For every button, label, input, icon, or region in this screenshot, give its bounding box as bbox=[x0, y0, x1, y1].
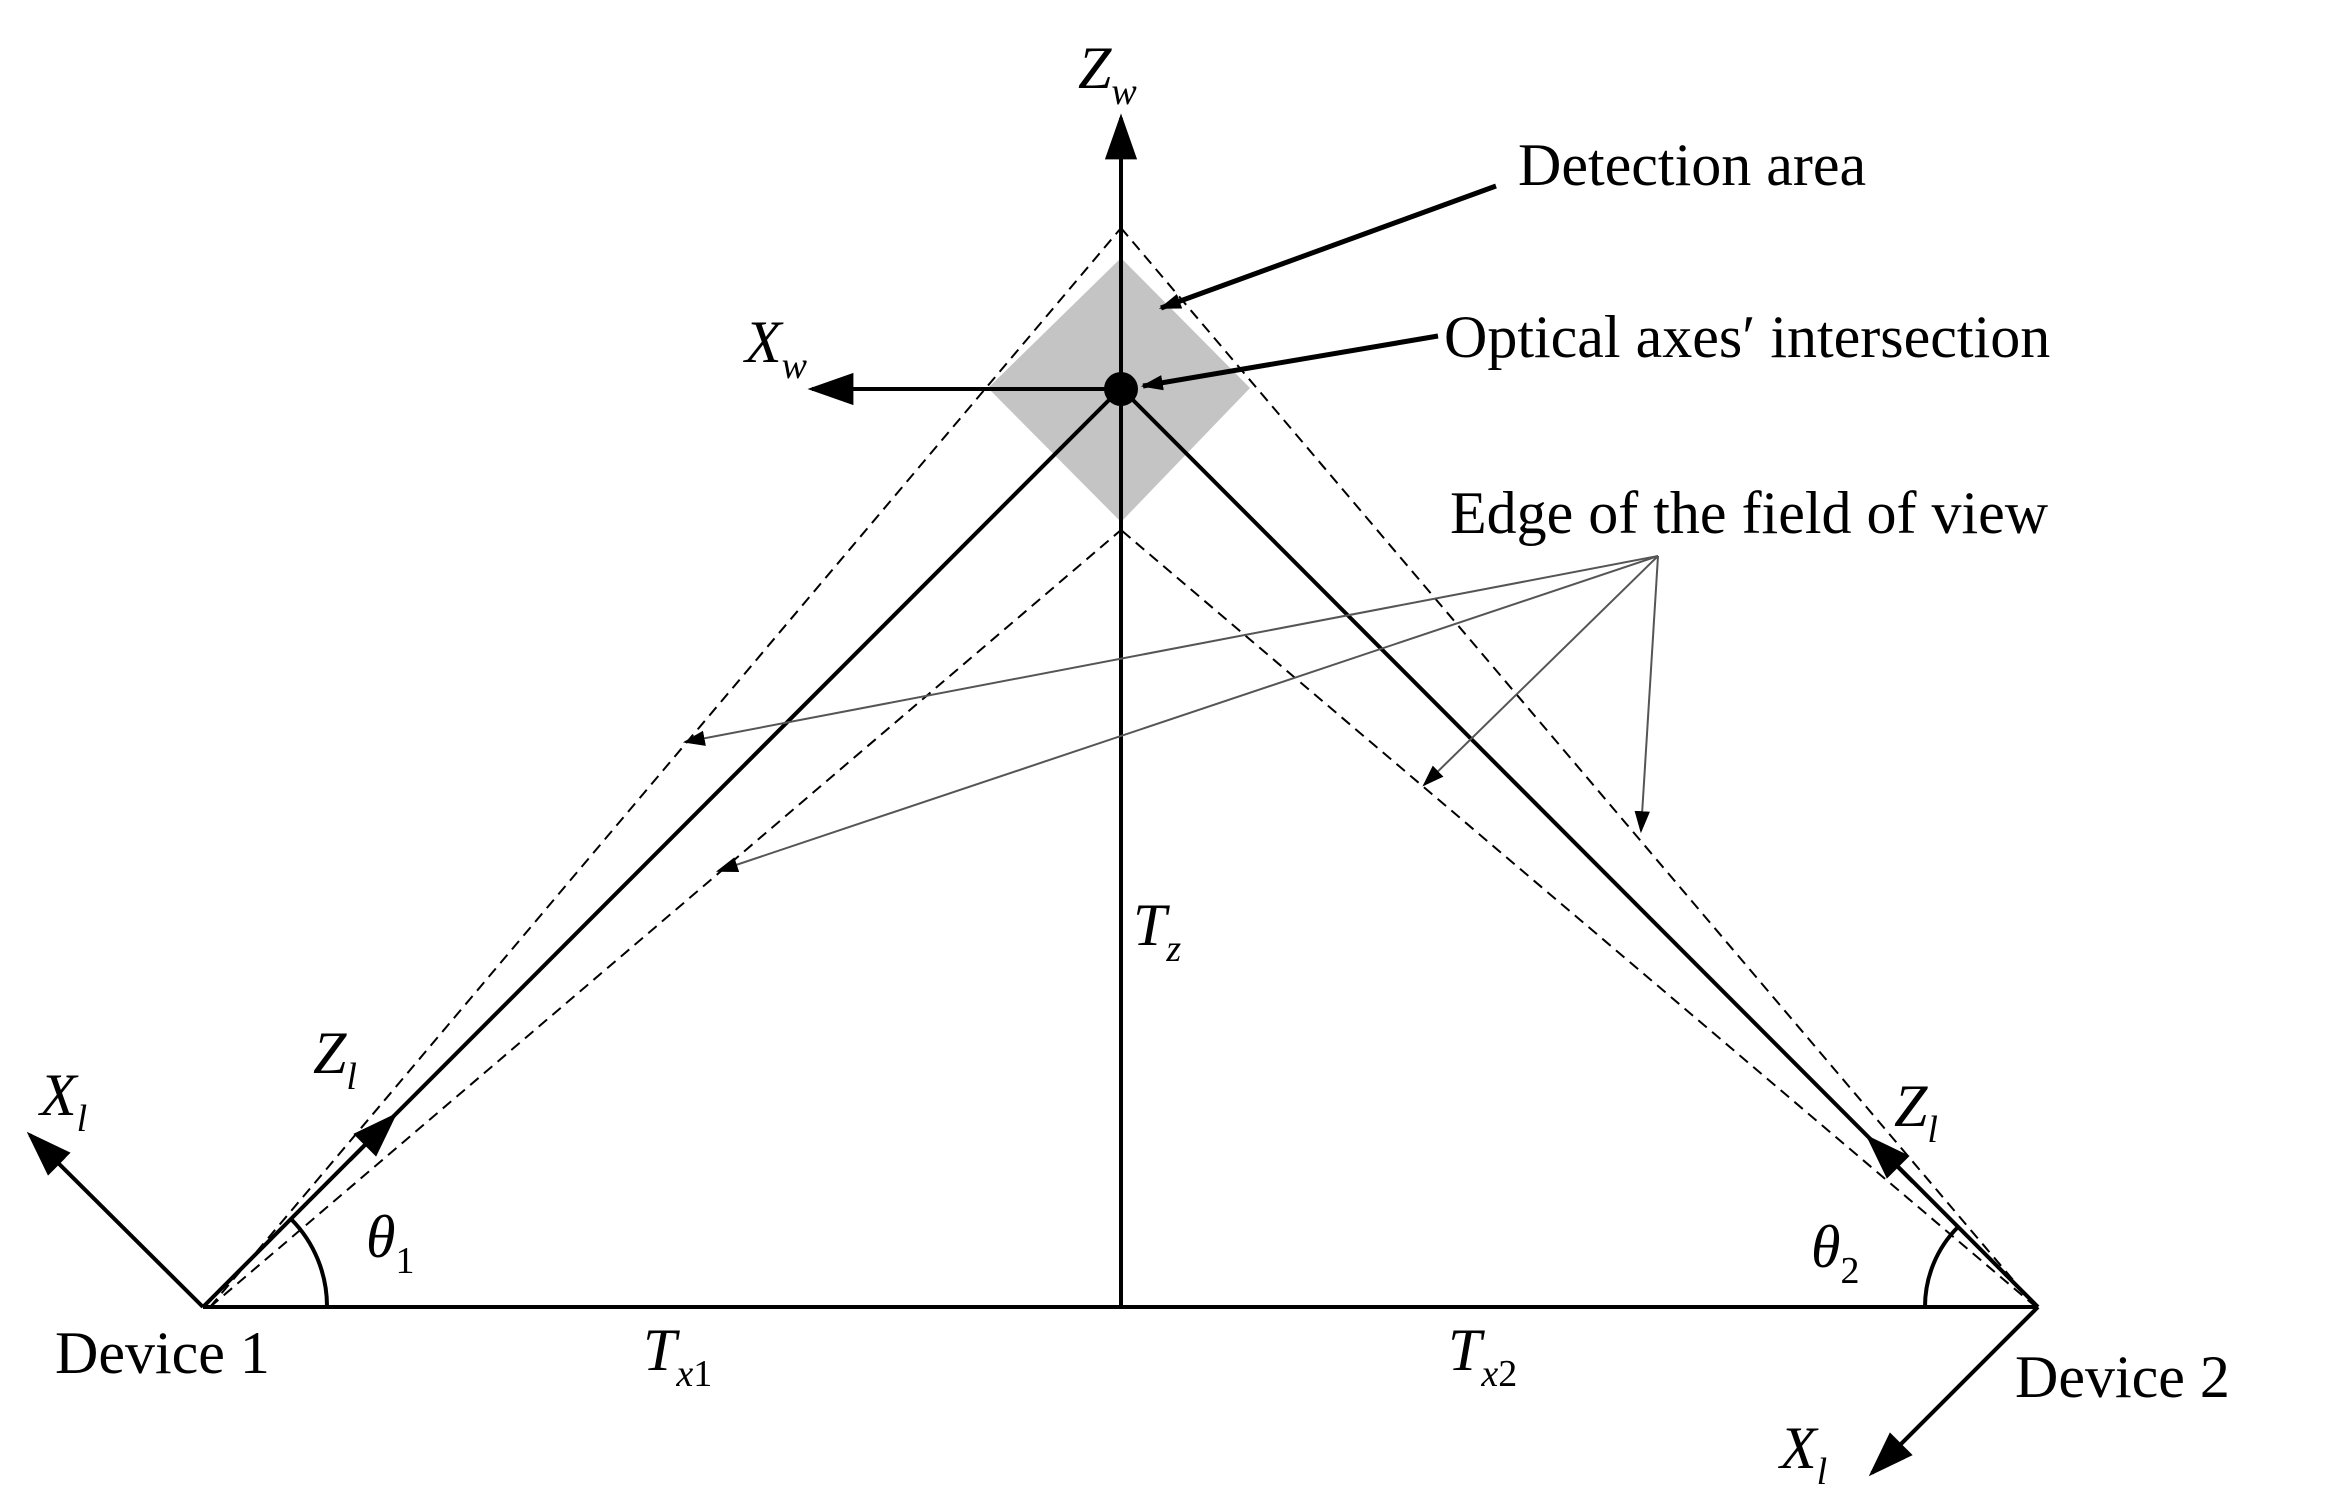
optical-axis-left bbox=[201, 386, 1123, 1309]
xl-right-label: Xl bbox=[1778, 1415, 1827, 1493]
intersection-leader bbox=[1140, 333, 1439, 391]
zl-right-label: Zl bbox=[1894, 1073, 1938, 1151]
fov-edge-label: Edge of the field of view bbox=[1450, 480, 2049, 546]
theta1-arc bbox=[289, 1217, 330, 1308]
theta2-label: θ2 bbox=[1811, 1214, 1859, 1292]
fov-leaders bbox=[682, 555, 1659, 873]
optical-intersection-label: Optical axes′ intersection bbox=[1444, 304, 2050, 370]
xl-left-label: Xl bbox=[38, 1062, 87, 1140]
device2-xl-axis bbox=[1868, 1305, 2040, 1477]
theta2-arc bbox=[1922, 1225, 1960, 1308]
detection-area-label: Detection area bbox=[1518, 132, 1866, 198]
tx2-label: Tx2 bbox=[1448, 1317, 1517, 1395]
detection-area-leader bbox=[1158, 183, 1497, 311]
tz-label: Tz bbox=[1133, 892, 1181, 970]
optical-intersection-point bbox=[1104, 372, 1138, 406]
device2-zl-arrow bbox=[1865, 1134, 1915, 1184]
device1-xl-axis bbox=[26, 1131, 205, 1309]
device1-zl-arrow bbox=[348, 1112, 398, 1162]
zl-left-label: Zl bbox=[313, 1020, 357, 1098]
device1-label: Device 1 bbox=[55, 1320, 270, 1386]
zw-label: Zw bbox=[1078, 35, 1137, 113]
theta1-label: θ1 bbox=[366, 1204, 414, 1282]
xw-label: Xw bbox=[743, 309, 808, 387]
tx1-label: Tx1 bbox=[643, 1317, 712, 1395]
device2-label: Device 2 bbox=[2015, 1344, 2230, 1410]
